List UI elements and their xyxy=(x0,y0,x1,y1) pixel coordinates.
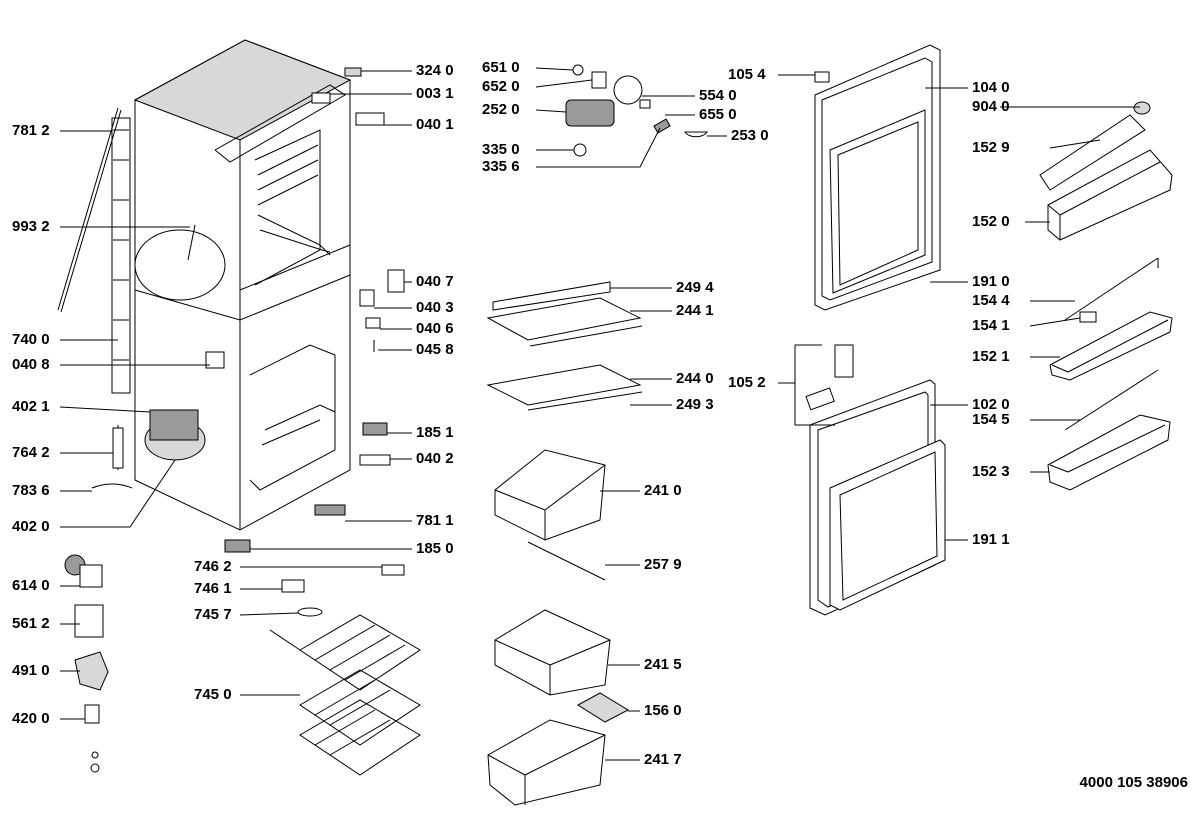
part-label-7836: 783 6 xyxy=(12,482,50,499)
part-label-1523: 152 3 xyxy=(972,463,1010,480)
part-label-4020: 402 0 xyxy=(12,518,50,535)
electrical-parts xyxy=(64,554,109,773)
part-label-0408: 040 8 xyxy=(12,356,50,373)
part-label-1851: 185 1 xyxy=(416,424,454,441)
cabinet-drawing xyxy=(57,39,352,531)
part-label-6550: 655 0 xyxy=(699,106,737,123)
part-label-1521: 152 1 xyxy=(972,348,1010,365)
part-label-2520: 252 0 xyxy=(482,101,520,118)
part-label-7462: 746 2 xyxy=(194,558,232,575)
part-label-1850: 185 0 xyxy=(416,540,454,557)
part-label-2579: 257 9 xyxy=(644,556,682,573)
part-label-0401: 040 1 xyxy=(416,116,454,133)
part-label-0406: 040 6 xyxy=(416,320,454,337)
part-label-2530: 253 0 xyxy=(731,127,769,144)
part-label-7457: 745 7 xyxy=(194,606,232,623)
part-label-0402: 040 2 xyxy=(416,450,454,467)
part-label-4021: 402 1 xyxy=(12,398,50,415)
part-label-7812: 781 2 xyxy=(12,122,50,139)
drawers xyxy=(487,449,630,806)
part-label-1910: 191 0 xyxy=(972,273,1010,290)
part-label-2493: 249 3 xyxy=(676,396,714,413)
part-label-1544: 154 4 xyxy=(972,292,1010,309)
part-label-2417: 241 7 xyxy=(644,751,682,768)
glass-shelves xyxy=(486,281,643,411)
part-label-2441: 244 1 xyxy=(676,302,714,319)
part-label-5540: 554 0 xyxy=(699,87,737,104)
part-label-4200: 420 0 xyxy=(12,710,50,727)
part-label-7811: 781 1 xyxy=(416,512,454,529)
part-label-4910: 491 0 xyxy=(12,662,50,679)
part-label-3356: 335 6 xyxy=(482,158,520,175)
part-label-3350: 335 0 xyxy=(482,141,520,158)
door-shelves xyxy=(1039,101,1173,491)
part-label-1052: 105 2 xyxy=(728,374,766,391)
part-label-0403: 040 3 xyxy=(416,299,454,316)
part-label-9040: 904 0 xyxy=(972,98,1010,115)
part-label-2440: 244 0 xyxy=(676,370,714,387)
part-label-2410: 241 0 xyxy=(644,482,682,499)
part-label-2415: 241 5 xyxy=(644,656,682,673)
part-label-9932: 993 2 xyxy=(12,218,50,235)
part-label-7400: 740 0 xyxy=(12,331,50,348)
part-label-0458: 045 8 xyxy=(416,341,454,358)
part-label-1911: 191 1 xyxy=(972,531,1010,548)
part-label-2494: 249 4 xyxy=(676,279,714,296)
part-label-7450: 745 0 xyxy=(194,686,232,703)
part-label-1040: 104 0 xyxy=(972,79,1010,96)
wire-shelves xyxy=(269,614,421,776)
part-label-6510: 651 0 xyxy=(482,59,520,76)
part-label-0407: 040 7 xyxy=(416,273,454,290)
part-label-0031: 003 1 xyxy=(416,85,454,102)
small-parts xyxy=(205,67,405,617)
part-label-1545: 154 5 xyxy=(972,411,1010,428)
part-label-6520: 652 0 xyxy=(482,78,520,95)
part-label-1020: 102 0 xyxy=(972,396,1010,413)
control-parts xyxy=(565,64,708,157)
part-label-6140: 614 0 xyxy=(12,577,50,594)
part-label-5612: 561 2 xyxy=(12,615,50,632)
part-label-7642: 764 2 xyxy=(12,444,50,461)
part-label-1560: 156 0 xyxy=(644,702,682,719)
part-label-1054: 105 4 xyxy=(728,66,766,83)
part-label-1541: 154 1 xyxy=(972,317,1010,334)
leader-lines xyxy=(59,67,1140,761)
part-label-1529: 152 9 xyxy=(972,139,1010,156)
doors xyxy=(794,44,946,616)
part-label-1520: 152 0 xyxy=(972,213,1010,230)
document-number: 4000 105 38906 xyxy=(1079,774,1188,791)
part-label-7461: 746 1 xyxy=(194,580,232,597)
part-label-3240: 324 0 xyxy=(416,62,454,79)
